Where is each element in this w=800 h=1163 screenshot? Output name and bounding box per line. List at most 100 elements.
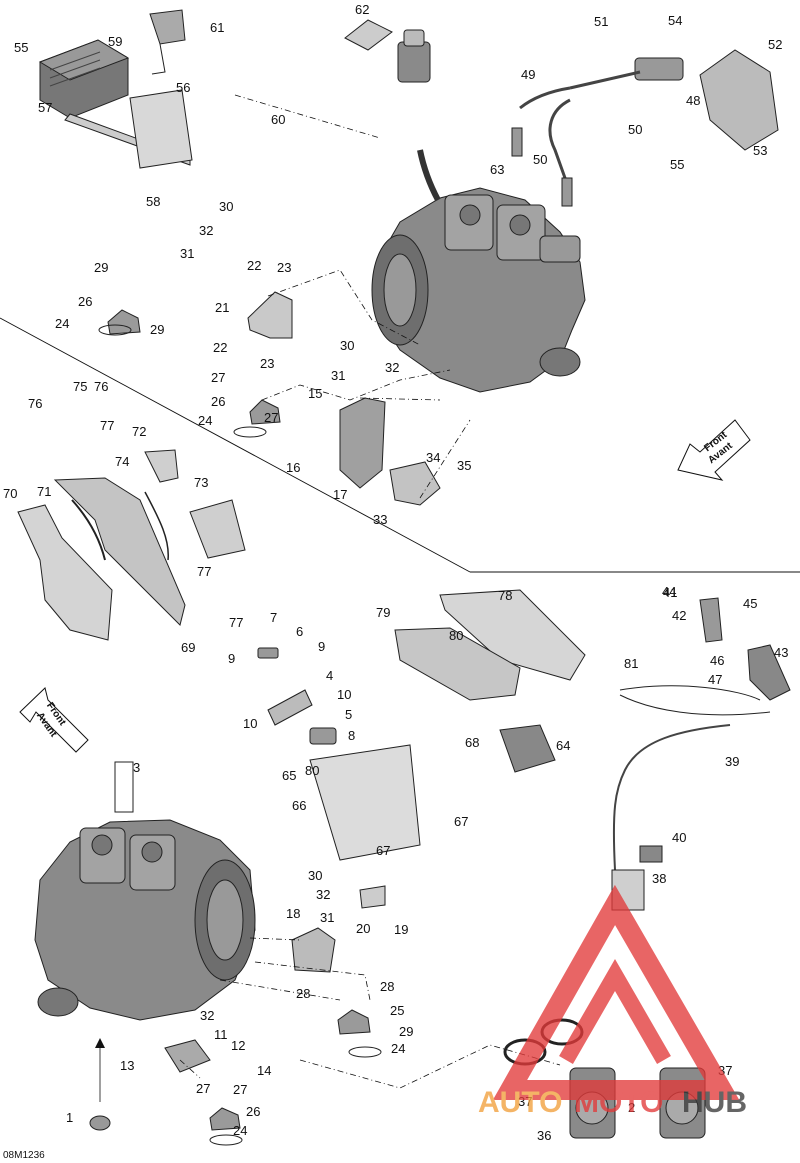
callout-55: 55 (670, 157, 684, 172)
callout-27: 27 (233, 1082, 247, 1097)
throttle-cable-parts (611, 597, 791, 911)
callout-6: 6 (296, 624, 303, 639)
callout-9: 9 (318, 639, 325, 654)
callout-19: 19 (394, 922, 408, 937)
engine-mount-parts (98, 291, 441, 506)
callout-36: 36 (537, 1128, 551, 1143)
callout-31: 31 (180, 246, 194, 261)
callout-80: 80 (449, 628, 463, 643)
callout-60: 60 (271, 112, 285, 127)
watermark-text-moto: MOTO (574, 1086, 663, 1119)
callout-14: 14 (257, 1063, 271, 1078)
callout-62: 62 (355, 2, 369, 17)
callout-53: 53 (753, 143, 767, 158)
callout-80: 80 (305, 763, 319, 778)
callout-67: 67 (376, 843, 390, 858)
callout-27: 27 (211, 370, 225, 385)
callout-3: 3 (133, 760, 140, 775)
callout-2: 2 (628, 1100, 635, 1115)
watermark-logo: AUTO MOTO HUB (478, 884, 747, 1119)
callout-29: 29 (399, 1024, 413, 1039)
callout-41: 41 (663, 585, 677, 600)
reference-code: 08M1236 (3, 1150, 45, 1161)
callout-72: 72 (132, 424, 146, 439)
callout-56: 56 (176, 80, 190, 95)
watermark-text-hub: HUB (682, 1086, 747, 1119)
callout-75: 75 (73, 379, 87, 394)
callout-32: 32 (200, 1008, 214, 1023)
divider-line (0, 317, 471, 573)
bottom-mount-parts (89, 927, 382, 1146)
callout-77: 77 (100, 418, 114, 433)
callout-32: 32 (316, 887, 330, 902)
callout-32: 32 (199, 223, 213, 238)
callout-35: 35 (457, 458, 471, 473)
callout-70: 70 (3, 486, 17, 501)
sensor-bracket-4-10 (257, 647, 337, 745)
callout-43: 43 (774, 645, 788, 660)
harness-bracket-49-55 (511, 49, 779, 207)
callout-66: 66 (292, 798, 306, 813)
engine-top (371, 149, 586, 393)
callout-63: 63 (490, 162, 504, 177)
callout-57: 57 (38, 100, 52, 115)
callout-23: 23 (277, 260, 291, 275)
callout-11: 11 (214, 1027, 228, 1042)
callout-49: 49 (521, 67, 535, 82)
callout-76: 76 (28, 396, 42, 411)
belt-guard-parts (17, 449, 246, 641)
callout-20: 20 (356, 921, 370, 936)
callout-26: 26 (246, 1104, 260, 1119)
callout-68: 68 (465, 735, 479, 750)
callout-48: 48 (686, 93, 700, 108)
callout-54: 54 (668, 13, 682, 28)
callout-12: 12 (231, 1038, 245, 1053)
callout-8: 8 (348, 728, 355, 743)
callout-39: 39 (725, 754, 739, 769)
callout-77: 77 (229, 615, 243, 630)
callout-59: 59 (108, 34, 122, 49)
front-arrow-top: Front Avant (677, 419, 751, 481)
callout-30: 30 (219, 199, 233, 214)
callout-69: 69 (181, 640, 195, 655)
callout-73: 73 (194, 475, 208, 490)
callout-17: 17 (333, 487, 347, 502)
callout-22: 22 (247, 258, 261, 273)
callout-61: 61 (210, 20, 224, 35)
callout-79: 79 (376, 605, 390, 620)
callout-34: 34 (426, 450, 440, 465)
callout-71: 71 (37, 484, 51, 499)
callout-77: 77 (197, 564, 211, 579)
callout-40: 40 (672, 830, 686, 845)
callout-10: 10 (337, 687, 351, 702)
callout-58: 58 (146, 194, 160, 209)
callout-22: 22 (213, 340, 227, 355)
callout-15: 15 (308, 386, 322, 401)
callout-50: 50 (533, 152, 547, 167)
callout-74: 74 (115, 454, 129, 469)
callout-21: 21 (215, 300, 229, 315)
front-arrow-bottom: Front Avant (19, 687, 89, 753)
callout-23: 23 (260, 356, 274, 371)
callout-81: 81 (624, 656, 638, 671)
callout-31: 31 (331, 368, 345, 383)
callout-55: 55 (14, 40, 28, 55)
callout-9: 9 (228, 651, 235, 666)
ignition-coil-63 (344, 19, 431, 83)
callout-51: 51 (594, 14, 608, 29)
engine-bottom (34, 761, 256, 1021)
callout-30: 30 (340, 338, 354, 353)
callout-27: 27 (264, 410, 278, 425)
callout-1: 1 (66, 1110, 73, 1125)
callout-28: 28 (296, 986, 310, 1001)
callout-24: 24 (55, 316, 69, 331)
ecu-module-56 (38, 39, 130, 119)
callout-64: 64 (556, 738, 570, 753)
callout-31: 31 (320, 910, 334, 925)
callout-26: 26 (211, 394, 225, 409)
callout-42: 42 (672, 608, 686, 623)
callout-13: 13 (120, 1058, 134, 1073)
callout-24: 24 (198, 413, 212, 428)
callout-45: 45 (743, 596, 757, 611)
callout-7: 7 (270, 610, 277, 625)
